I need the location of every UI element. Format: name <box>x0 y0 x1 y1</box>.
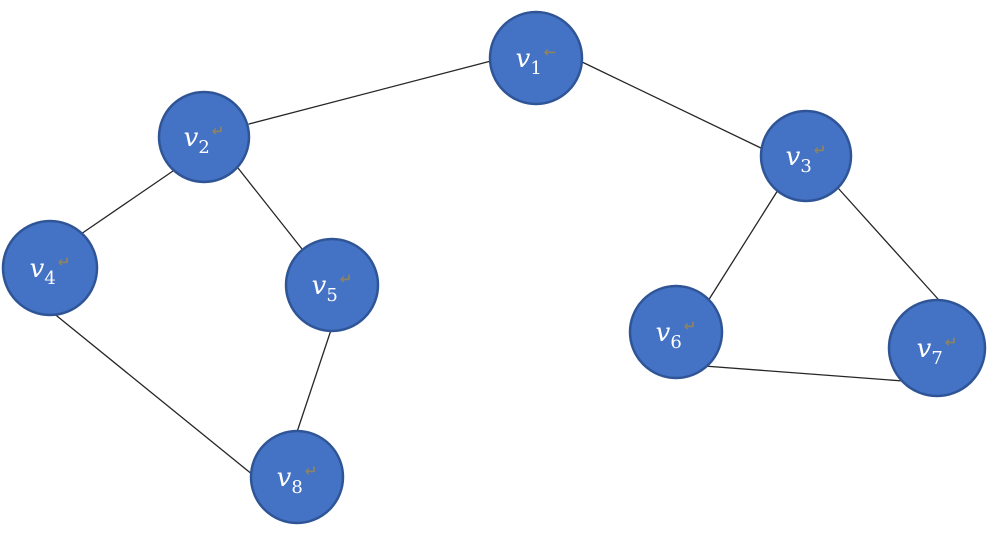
node-label-subscript: 2 <box>198 137 209 158</box>
node-v1[interactable]: v1← <box>488 10 584 106</box>
node-v8[interactable]: v8↵ <box>249 429 345 525</box>
node-label-subscript: 8 <box>291 477 302 498</box>
node-label-subscript: 4 <box>44 268 55 289</box>
node-label-subscript: 7 <box>931 348 942 369</box>
edge-v3-v6[interactable] <box>707 189 779 302</box>
node-v6[interactable]: v6↵ <box>628 284 724 380</box>
node-label-v2: v2↵ <box>184 122 225 158</box>
node-label-letter: v <box>30 254 45 284</box>
linebreak-mark-icon: ↵ <box>814 141 827 159</box>
node-circle-v7[interactable] <box>887 298 987 398</box>
node-label-v5: v5↵ <box>312 270 353 306</box>
node-circle-v8[interactable] <box>249 429 345 525</box>
node-circle-v2[interactable] <box>157 90 251 184</box>
linebreak-mark-icon: ↵ <box>684 317 697 335</box>
edge-v3-v7[interactable] <box>837 187 939 300</box>
node-v3[interactable]: v3↵ <box>759 109 853 203</box>
edge-v4-v8[interactable] <box>51 311 254 476</box>
edge-v2-v5[interactable] <box>237 167 303 250</box>
edges-layer <box>51 60 939 476</box>
node-circle-v4[interactable] <box>1 219 99 317</box>
node-v2[interactable]: v2↵ <box>157 90 251 184</box>
node-v5[interactable]: v5↵ <box>284 237 380 333</box>
node-label-subscript: 6 <box>670 332 681 353</box>
edge-v2-v4[interactable] <box>80 170 174 235</box>
linebreak-mark-icon: ↵ <box>58 253 71 271</box>
node-label-letter: v <box>312 271 327 301</box>
linebreak-mark-icon: ↵ <box>945 333 958 351</box>
node-label-v3: v3↵ <box>786 141 827 177</box>
edge-v1-v2[interactable] <box>248 60 492 125</box>
node-label-v1: v1← <box>516 43 557 79</box>
linebreak-mark-icon: ← <box>544 43 557 61</box>
node-label-subscript: 3 <box>800 156 811 177</box>
node-label-v8: v8↵ <box>277 462 318 498</box>
node-label-letter: v <box>656 318 671 348</box>
node-circle-v1[interactable] <box>488 10 584 106</box>
node-label-letter: v <box>917 334 932 364</box>
edge-v5-v8[interactable] <box>296 329 332 433</box>
linebreak-mark-icon: ↵ <box>305 462 318 480</box>
node-label-subscript: 5 <box>326 285 337 306</box>
node-v7[interactable]: v7↵ <box>887 298 987 398</box>
node-label-letter: v <box>277 463 292 493</box>
edge-v6-v7[interactable] <box>703 365 904 382</box>
node-circle-v5[interactable] <box>284 237 380 333</box>
node-v4[interactable]: v4↵ <box>1 219 99 317</box>
node-label-subscript: 1 <box>530 58 541 79</box>
linebreak-mark-icon: ↵ <box>212 122 225 140</box>
node-circle-v3[interactable] <box>759 109 853 203</box>
node-label-letter: v <box>786 142 801 172</box>
node-label-letter: v <box>184 123 199 153</box>
node-label-v7: v7↵ <box>917 333 958 369</box>
node-label-letter: v <box>516 44 531 74</box>
node-label-v6: v6↵ <box>656 317 697 353</box>
node-circle-v6[interactable] <box>628 284 724 380</box>
node-label-v4: v4↵ <box>30 253 71 289</box>
edge-v1-v3[interactable] <box>579 60 764 150</box>
linebreak-mark-icon: ↵ <box>340 270 353 288</box>
nodes-layer: v1←v2↵v3↵v4↵v5↵v6↵v7↵v8↵ <box>1 10 987 525</box>
